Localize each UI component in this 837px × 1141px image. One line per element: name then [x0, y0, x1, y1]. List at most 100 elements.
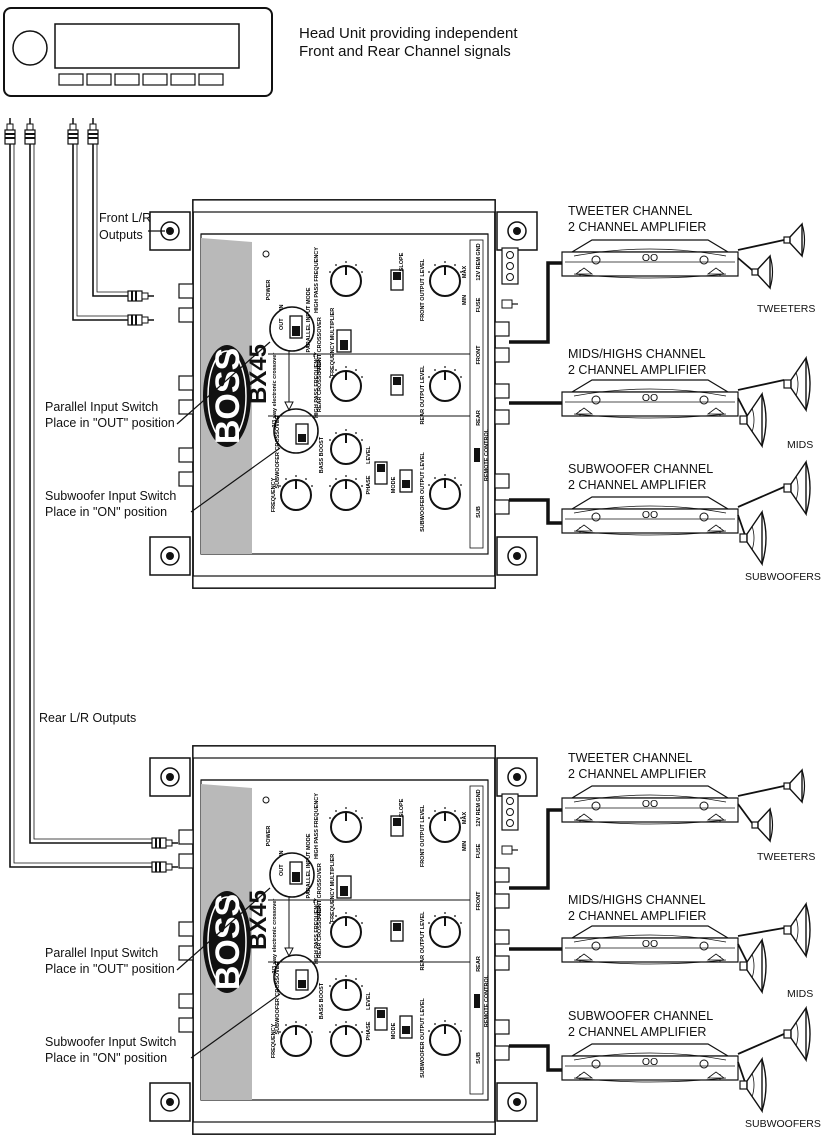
rear-out-upper: REAR [476, 410, 482, 426]
power-terminal-lower: 12V REM GND [476, 789, 482, 826]
frequency-lower: FREQUENCY [271, 1023, 277, 1058]
rear-out-lower: REAR [476, 956, 482, 972]
min-upper: MIN [462, 295, 468, 305]
min-lower: MIN [462, 841, 468, 851]
rear-output-level-upper: REAR OUTPUT LEVEL [420, 365, 426, 425]
front-crossover-lower: FRONT CROSSOVER [317, 863, 323, 919]
amp-title-sub-lower-1: SUBWOOFER CHANNEL [568, 1009, 713, 1023]
amp-badge: OO [642, 1056, 658, 1068]
slope-upper: SLOPE [399, 252, 405, 271]
level-lower: LEVEL [366, 992, 372, 1010]
multiplier-upper: FREQUENCY MULTIPLIER [330, 308, 336, 377]
amp-title-tweeter-upper-1: TWEETER CHANNEL [568, 204, 692, 218]
sub-out-upper: SUB [476, 506, 482, 518]
mid-2-upper [739, 393, 767, 447]
sub-1-lower [783, 1007, 811, 1061]
remote-control-lower: REMOTE CONTROL [484, 974, 490, 1027]
front-output-level-upper: FRONT OUTPUT LEVEL [420, 258, 426, 321]
frequency-upper: FREQUENCY [271, 477, 277, 512]
sub-output-level-lower: SUBWOOFER OUTPUT LEVEL [420, 997, 426, 1077]
remote-control-upper: REMOTE CONTROL [484, 428, 490, 481]
front-crossover-upper: FRONT CROSSOVER [317, 317, 323, 373]
hpf-front-upper: HIGH PASS FREQUENCY [314, 247, 320, 313]
bass-boost-lower: BASS BOOST [319, 982, 325, 1019]
in-label-upper: IN [279, 304, 285, 310]
parallel-switch-label-2-upper: Place in "OUT" position [45, 416, 175, 430]
front-out-lower: FRONT [476, 891, 482, 911]
power-terminal-upper: 12V REM GND [476, 243, 482, 280]
fuse-lower: FUSE [476, 843, 482, 858]
amp-title-mids-lower-2: 2 CHANNEL AMPLIFIER [568, 909, 706, 923]
front-outputs-label-1: Front L/R [99, 211, 151, 225]
tweeter-2-upper [751, 255, 774, 289]
amp-title-sub-upper-1: SUBWOOFER CHANNEL [568, 462, 713, 476]
crossover-upper-labels: BOSS BX45 2/3 way electronic crossover P… [209, 243, 490, 532]
parallel-switch-label-1-upper: Parallel Input Switch [45, 400, 158, 414]
tweeter-1-lower [783, 769, 806, 803]
tagline-lower: 2/3 way electronic crossover [272, 898, 278, 974]
head-unit-title-line2: Front and Rear Channel signals [299, 43, 511, 60]
sub-output-level-upper: SUBWOOFER OUTPUT LEVEL [420, 451, 426, 531]
parallel-switch-label-2-lower: Place in "OUT" position [45, 962, 175, 976]
mode-lower: MODE [391, 1022, 397, 1039]
parallel-label-upper: PARALLEL INPUT MODE [306, 287, 312, 352]
amp-title-mids-upper-2: 2 CHANNEL AMPLIFIER [568, 363, 706, 377]
tweeter-1-upper [783, 223, 806, 257]
amp-title-tweeter-upper-2: 2 CHANNEL AMPLIFIER [568, 220, 706, 234]
max-lower: MAX [462, 812, 468, 825]
mid-1-lower [783, 903, 811, 957]
amp-badge: OO [642, 252, 658, 264]
phase-upper: PHASE [366, 475, 372, 494]
amp-title-tweeter-lower-2: 2 CHANNEL AMPLIFIER [568, 767, 706, 781]
rear-rca-plug-2 [151, 861, 179, 873]
sub-switch-label-1-lower: Subwoofer Input Switch [45, 1035, 176, 1049]
amp-badge: OO [642, 938, 658, 950]
head-unit-title-line1: Head Unit providing independent [299, 25, 518, 42]
sub-crossover-upper: SUBWOOFER CROSSOVER [275, 415, 281, 488]
speaker-label-mids-lower: MIDS [787, 988, 813, 1000]
power-label-upper: POWER [266, 280, 272, 301]
rear-outputs-label: Rear L/R Outputs [39, 711, 136, 725]
rear-rca-cables [9, 144, 152, 868]
speaker-label-subs-lower: SUBWOOFERS [745, 1118, 821, 1130]
sub-2-upper [739, 511, 767, 565]
bass-boost-upper: BASS BOOST [319, 436, 325, 473]
front-rca-cables [72, 144, 128, 321]
amp-badge: OO [642, 392, 658, 404]
head-unit [3, 7, 273, 97]
front-output-level-lower: FRONT OUTPUT LEVEL [420, 804, 426, 867]
rear-crossover-upper: REAR CROSSOVER [317, 360, 323, 412]
speaker-label-tweeters-lower: TWEETERS [757, 851, 815, 863]
sub-switch-label-1-upper: Subwoofer Input Switch [45, 489, 176, 503]
speaker-label-tweeters-upper: TWEETERS [757, 303, 815, 315]
head-unit-rca-plugs [4, 117, 99, 145]
model-name-upper: BX45 [245, 344, 272, 404]
parallel-switch-label-1-lower: Parallel Input Switch [45, 946, 158, 960]
parallel-label-lower: PARALLEL INPUT MODE [306, 833, 312, 898]
boss-logo-upper: BOSS [209, 348, 247, 444]
mid-2-lower [739, 939, 767, 993]
amp-title-sub-lower-2: 2 CHANNEL AMPLIFIER [568, 1025, 706, 1039]
amp-signal-wires [509, 261, 562, 1072]
amp-title-tweeter-lower-1: TWEETER CHANNEL [568, 751, 692, 765]
mid-1-upper [783, 357, 811, 411]
out-label-upper: OUT [279, 318, 285, 330]
slope-lower: SLOPE [399, 798, 405, 817]
tagline-upper: 2/3 way electronic crossover [272, 352, 278, 428]
sub-out-lower: SUB [476, 1052, 482, 1064]
tweeter-2-lower [751, 808, 774, 842]
amp-badge: OO [642, 509, 658, 521]
hpf-front-lower: HIGH PASS FREQUENCY [314, 793, 320, 859]
sub-1-upper [783, 461, 811, 515]
rear-rca-plug-1 [151, 837, 179, 849]
front-out-upper: FRONT [476, 345, 482, 365]
boss-logo-lower: BOSS [209, 894, 247, 990]
front-rca-plug-1 [127, 290, 155, 302]
sub-2-lower [739, 1058, 767, 1112]
crossover-lower-labels: BOSS BX45 2/3 way electronic crossover P… [209, 789, 490, 1078]
amp-badges: OO OO OO OO OO OO [642, 252, 658, 1068]
amp-title-sub-upper-2: 2 CHANNEL AMPLIFIER [568, 478, 706, 492]
rear-crossover-lower: REAR CROSSOVER [317, 906, 323, 958]
